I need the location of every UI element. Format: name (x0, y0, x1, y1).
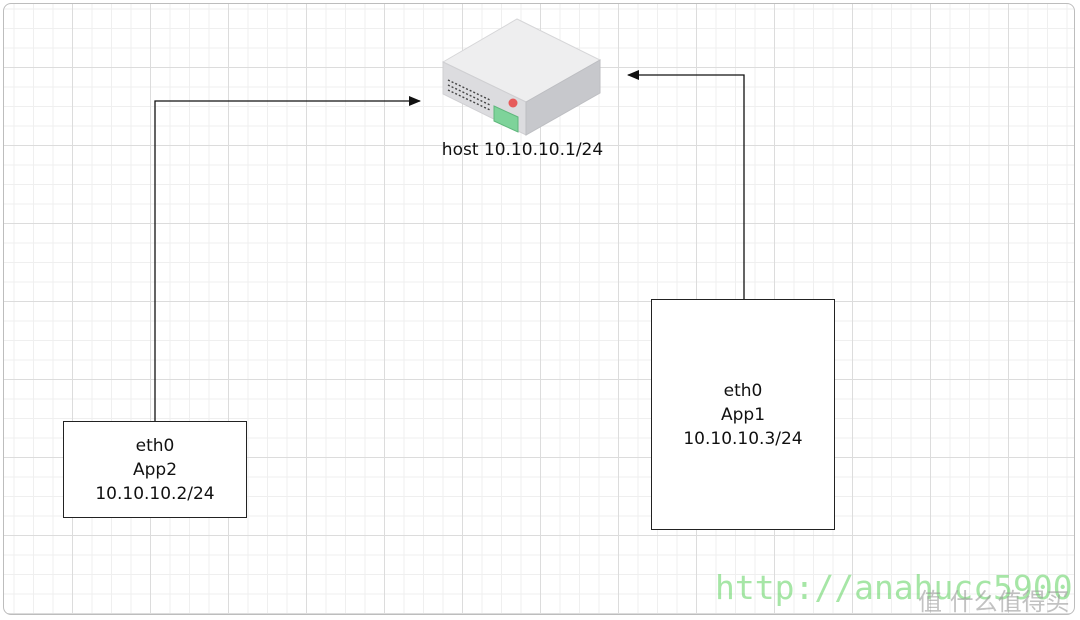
app1-name: App1 (720, 404, 766, 425)
server-icon (441, 18, 602, 136)
app2-interface: eth0 (135, 435, 175, 456)
app1-node[interactable]: eth0 App1 10.10.10.3/24 (651, 299, 835, 530)
watermark-url: http://anahucc5900 (715, 568, 1073, 607)
app1-ip: 10.10.10.3/24 (683, 428, 803, 449)
app2-ip: 10.10.10.2/24 (95, 483, 215, 504)
app2-node[interactable]: eth0 App2 10.10.10.2/24 (63, 421, 247, 518)
link-app1-to-host (627, 70, 745, 299)
app1-interface: eth0 (723, 380, 763, 401)
link-app2-to-host (154, 96, 421, 421)
watermark-site: 值 什么值得买 (918, 588, 1070, 616)
app2-name: App2 (132, 459, 178, 480)
host-label: host 10.10.10.1/24 (441, 140, 604, 160)
status-led-icon (508, 98, 518, 108)
